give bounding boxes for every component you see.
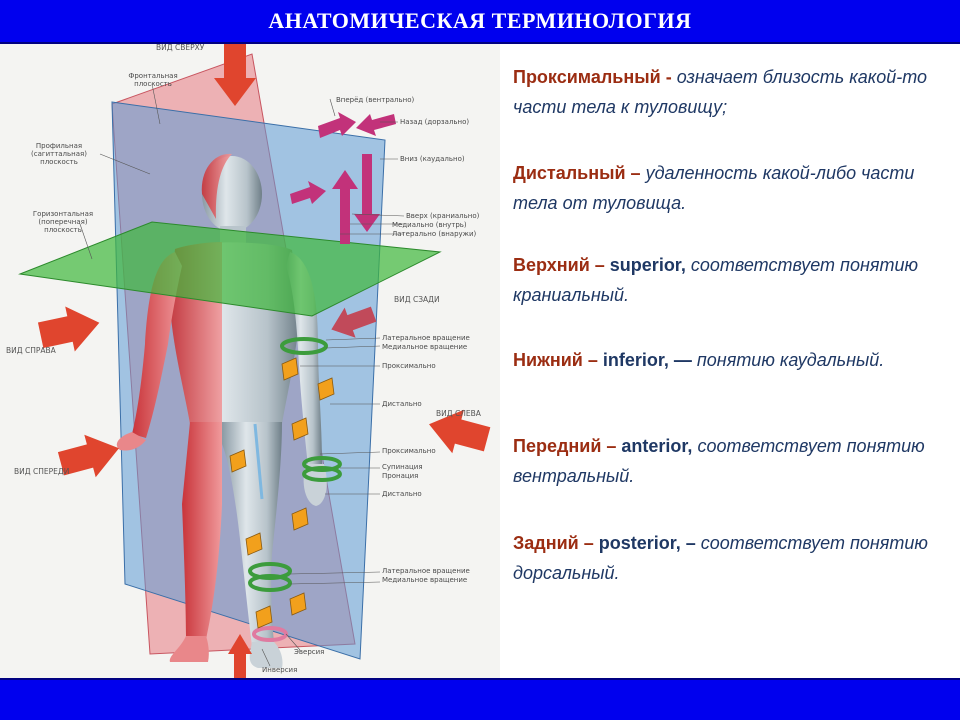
term-anterior: Передний – anterior, соответствует понят…	[513, 436, 925, 486]
label-lateral-rotation-1: Латеральное вращение	[382, 334, 470, 342]
label-eversion: Эверсия	[294, 648, 325, 656]
label-medial-rotation-2: Медиальное вращение	[382, 576, 468, 584]
label-proximal-1: Проксимально	[382, 362, 436, 370]
label-down: Вниз (каудально)	[400, 155, 465, 163]
leader-lines	[79, 83, 405, 667]
slide-title: АНАТОМИЧЕСКАЯ ТЕРМИНОЛОГИЯ	[268, 8, 692, 33]
label-view-top: ВИД СВЕРХУ	[156, 44, 205, 52]
anatomy-figure	[18, 44, 491, 678]
label-forward: Вперёд (вентрально)	[336, 96, 415, 104]
label-up: Вверх (краниально)	[406, 212, 480, 220]
label-view-left: ВИД СЛЕВА	[436, 409, 481, 418]
label-medial-rotation-1: Медиальное вращение	[382, 343, 468, 351]
rotation-rings	[248, 337, 342, 592]
label-view-right: ВИД СПРАВА	[6, 346, 56, 355]
label-inversion: Инверсия	[262, 666, 298, 674]
label-medial: Медиально (внутрь)	[392, 221, 467, 229]
label-sagittal-plane: Профильная (сагиттальная) плоскость	[31, 142, 87, 166]
label-pronation: Пронация	[382, 472, 419, 480]
horizontal-plane	[18, 221, 442, 317]
label-backward: Назад (дорзально)	[400, 118, 470, 126]
anatomy-illustration: ВИД СВЕРХУ Фронтальная плоскость Профиль…	[0, 44, 500, 678]
label-distal-2: Дистально	[382, 490, 422, 498]
view-arrows	[37, 44, 491, 678]
term-superior: Верхний – superior, соответствует поняти…	[513, 255, 919, 305]
label-view-front: ВИД СПЕРЕДИ	[14, 467, 70, 476]
limb-axis-arrow	[253, 423, 264, 500]
term-posterior: Задний – posterior, – соответствует поня…	[513, 533, 928, 583]
label-view-back: ВИД СЗАДИ	[394, 295, 440, 304]
label-supination: Супинация	[382, 463, 423, 471]
title-bar: АНАТОМИЧЕСКАЯ ТЕРМИНОЛОГИЯ	[0, 0, 960, 44]
terminology-panel: Проксимальный - означает близость какой-…	[500, 44, 960, 678]
motion-arrows	[229, 357, 335, 629]
label-lateral: Латерально (внаружи)	[392, 230, 477, 238]
label-frontal-plane: Фронтальная плоскость	[128, 72, 178, 88]
bottom-bar	[0, 678, 960, 720]
term-inferior: Нижний – inferior, — понятию каудальный.	[513, 350, 885, 370]
label-lateral-rotation-2: Латеральное вращение	[382, 567, 470, 575]
label-horizontal-plane: Горизонтальная (поперечная) плоскость	[32, 210, 94, 234]
label-proximal-2: Проксимально	[382, 447, 436, 455]
term-proximal: Проксимальный - означает близость какой-…	[513, 67, 928, 117]
direction-arrows	[290, 112, 396, 244]
label-distal-1: Дистально	[382, 400, 422, 408]
term-distal: Дистальный – удаленность какой-либо част…	[513, 163, 915, 213]
